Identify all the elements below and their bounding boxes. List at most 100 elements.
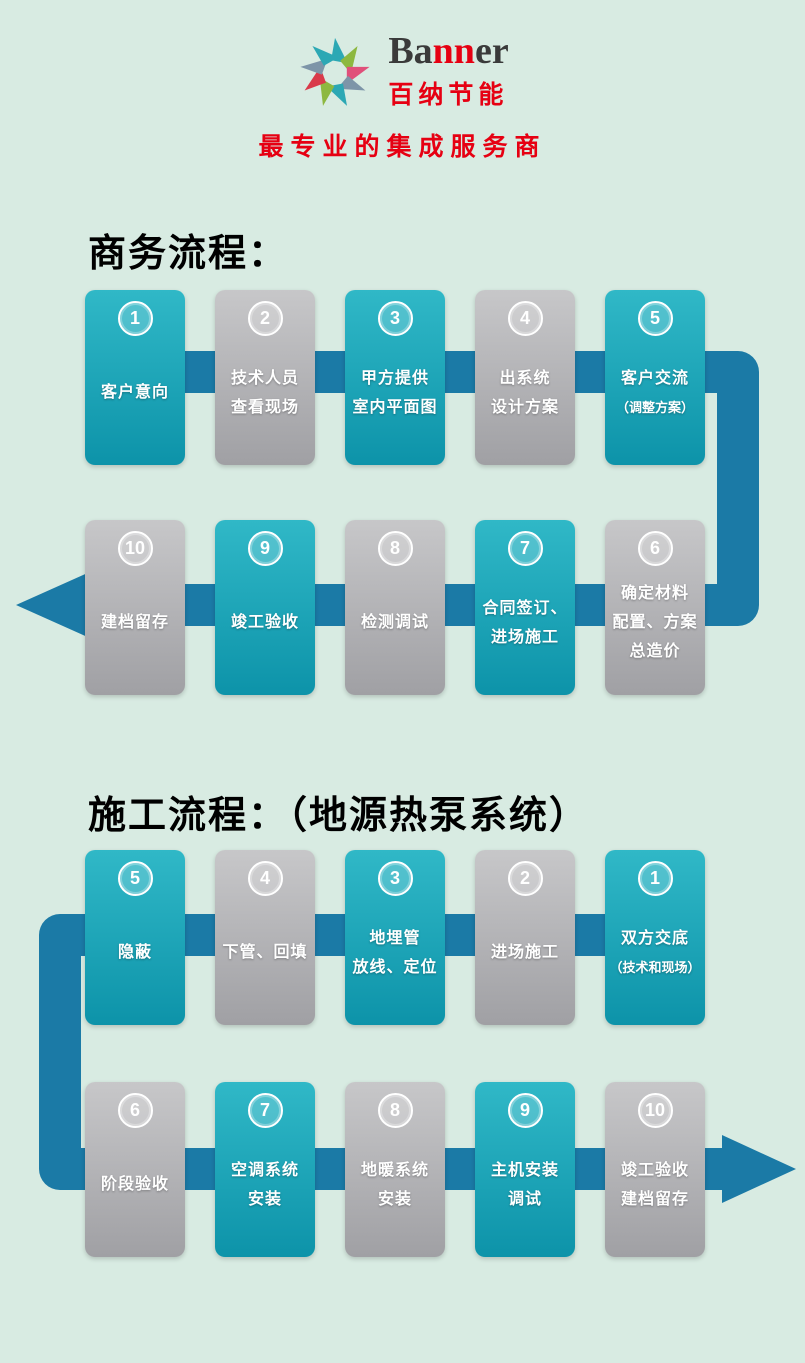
step-card-s1-1: 1 客户意向 (85, 290, 185, 465)
step-label-line: 查看现场 (230, 398, 299, 416)
step-label: 客户交流 （调整方案） (605, 336, 705, 465)
step-number-badge: 6 (117, 1093, 153, 1128)
section-title-construction: 施工流程：（地源热泵系统） (88, 795, 590, 837)
step-label-line: （技术和现场） (609, 959, 701, 975)
step-label: 地埋管放线、定位 (345, 896, 445, 1025)
step-label-line: 竣工验收 (620, 1161, 689, 1179)
step-card-s1-5: 5 客户交流 （调整方案） (605, 290, 705, 465)
step-card-s1-10: 10 建档留存 (85, 520, 185, 695)
step-card-s2-2: 2 进场施工 (475, 850, 575, 1025)
step-label: 客户意向 (85, 336, 185, 465)
step-number-badge: 4 (507, 301, 543, 336)
brand-name-en: Banner (388, 30, 509, 72)
step-label: 建档留存 (85, 566, 185, 695)
brand-letters-3: er (474, 30, 509, 72)
logo: Banner 百纳节能 (0, 30, 805, 111)
step-label: 确定材料配置、方案总造价 (605, 566, 705, 695)
step-label-line: 客户意向 (100, 384, 169, 401)
step-number-badge: 2 (507, 861, 543, 896)
step-label: 空调系统安装 (215, 1128, 315, 1257)
step-label: 主机安装调试 (475, 1128, 575, 1257)
step-number-badge: 5 (117, 861, 153, 896)
brand-letters-2: nn (432, 30, 475, 72)
step-label-line: 地埋管 (369, 929, 421, 947)
step-label-line: （调整方案） (615, 399, 694, 415)
step-label: 地暖系统安装 (345, 1128, 445, 1257)
step-number-badge: 7 (247, 1093, 283, 1128)
step-number-badge: 7 (507, 531, 543, 566)
step-label-line: 隐蔽 (117, 944, 152, 961)
step-label-line: 技术人员 (230, 369, 299, 387)
flow-arrowhead-left-icon (16, 571, 92, 639)
step-number-badge: 8 (377, 1093, 413, 1128)
step-label-line: 安装 (377, 1190, 412, 1208)
step-label: 技术人员查看现场 (215, 336, 315, 465)
step-label-line: 建档留存 (100, 614, 169, 631)
step-number-badge: 10 (637, 1093, 673, 1128)
step-card-s2-1: 1 双方交底 （技术和现场） (605, 850, 705, 1025)
step-number-badge: 3 (377, 861, 413, 896)
step-number-badge: 9 (507, 1093, 543, 1128)
tagline: 最专业的集成服务商 (258, 133, 547, 161)
step-label-line: 确定材料 (620, 585, 689, 602)
step-label-line: 调试 (507, 1190, 542, 1208)
step-label-line: 检测调试 (360, 614, 429, 631)
step-label: 甲方提供室内平面图 (345, 336, 445, 465)
step-label-line: 阶段验收 (100, 1176, 169, 1193)
brand-letters-1: Ba (388, 30, 433, 72)
step-number-badge: 5 (637, 301, 673, 336)
step-card-s1-8: 8 检测调试 (345, 520, 445, 695)
step-label-line: 地暖系统 (360, 1161, 429, 1179)
step-label-line: 安装 (247, 1190, 282, 1208)
brand-name-cn: 百纳节能 (388, 80, 509, 109)
pinwheel-logo-icon (300, 38, 370, 107)
step-label-line: 竣工验收 (230, 614, 299, 631)
step-number-badge: 1 (117, 301, 153, 336)
step-label: 检测调试 (345, 566, 445, 695)
step-card-s2-6: 6 阶段验收 (85, 1082, 185, 1257)
step-label-line: 配置、方案 (612, 614, 698, 631)
flow-arrowhead-right-icon (722, 1135, 796, 1203)
step-label: 竣工验收建档留存 (605, 1128, 705, 1257)
step-label-line: 总造价 (629, 643, 681, 660)
step-label-line: 合同签订、 (482, 599, 568, 617)
step-label-line: 放线、定位 (352, 958, 438, 976)
step-label: 双方交底 （技术和现场） (605, 896, 705, 1025)
step-label-line: 设计方案 (490, 398, 559, 416)
step-label-line: 主机安装 (490, 1161, 559, 1179)
step-label: 阶段验收 (85, 1128, 185, 1257)
step-label-line: 空调系统 (230, 1161, 299, 1179)
step-number-badge: 1 (637, 861, 673, 896)
step-number-badge: 8 (377, 531, 413, 566)
step-number-badge: 10 (117, 531, 153, 566)
step-label-line: 建档留存 (620, 1190, 689, 1208)
step-label: 出系统设计方案 (475, 336, 575, 465)
step-label-line: 进场施工 (490, 628, 559, 646)
step-number-badge: 2 (247, 301, 283, 336)
step-label-line: 双方交底 (620, 929, 689, 947)
step-label-line: 出系统 (499, 369, 551, 387)
step-label: 合同签订、进场施工 (475, 566, 575, 695)
step-label: 下管、回填 (215, 896, 315, 1025)
step-label-line: 甲方提供 (360, 369, 429, 387)
section-title-business: 商务流程： (88, 233, 289, 275)
step-label-line: 客户交流 (620, 369, 689, 387)
step-label-line: 进场施工 (490, 944, 559, 961)
step-label: 竣工验收 (215, 566, 315, 695)
step-number-badge: 3 (377, 301, 413, 336)
step-card-s2-5: 5 隐蔽 (85, 850, 185, 1025)
step-label: 进场施工 (475, 896, 575, 1025)
